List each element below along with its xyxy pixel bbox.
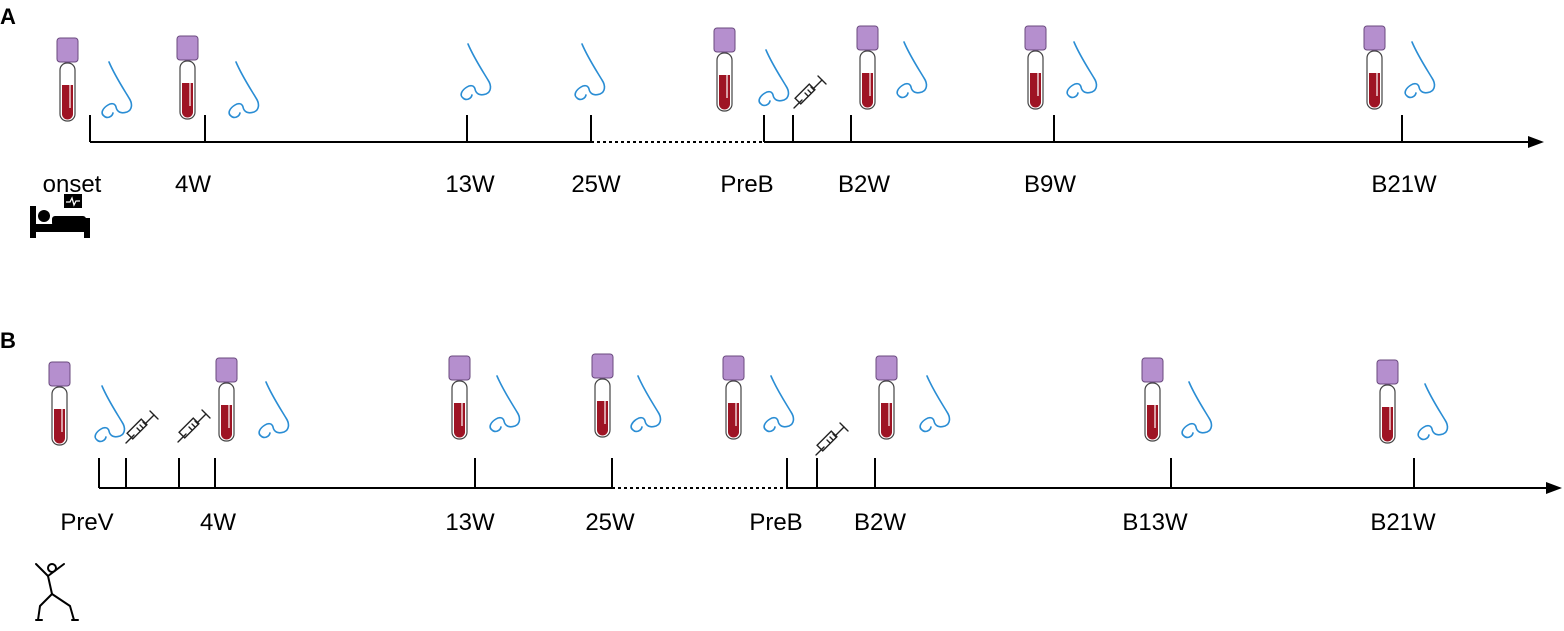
nose-icon [228, 61, 260, 119]
timepoint-label: 13W [445, 509, 495, 536]
blood-tube-icon [215, 357, 238, 442]
syringe-icon [815, 422, 849, 456]
blood-tube-icon [591, 353, 614, 438]
syringe-icon [125, 410, 159, 444]
nose-icon [1181, 381, 1213, 439]
timepoint-label: 13W [445, 171, 495, 198]
panel-label-a: A [0, 4, 16, 29]
nose-icon [489, 375, 521, 433]
panel-a: A onset 4W 13W 25W PreB B2W B9W B21W [0, 4, 1544, 238]
blood-tube-icon [713, 27, 736, 112]
blood-tube-icon [1363, 25, 1386, 110]
nose-icon [630, 375, 662, 433]
syringe-icon [177, 409, 211, 443]
exercising-person-icon [35, 563, 79, 621]
timepoint-label: 25W [585, 509, 635, 536]
timepoint-label: B21W [1371, 171, 1437, 198]
timepoint-label: B13W [1122, 509, 1188, 536]
blood-tube-icon [875, 355, 898, 440]
panel-b: B PreV 4W 13W 25W PreB B2W B13W B21W [0, 328, 1562, 621]
blood-tube-icon [722, 355, 745, 440]
panel-label-b: B [0, 328, 16, 353]
timepoint-label: PreV [60, 509, 113, 536]
nose-icon [258, 381, 290, 439]
blood-tube-icon [448, 355, 471, 440]
hospital-bed-icon [30, 194, 90, 238]
timepoint-label: B2W [838, 171, 890, 198]
nose-icon [574, 43, 606, 101]
nose-icon [1404, 41, 1436, 99]
nose-icon [460, 43, 492, 101]
timepoint-label: PreB [720, 171, 773, 198]
timepoint-label: B9W [1024, 171, 1076, 198]
blood-tube-icon [856, 25, 879, 110]
blood-tube-icon [1376, 359, 1399, 444]
nose-icon [919, 375, 951, 433]
nose-icon [763, 375, 795, 433]
nose-icon [1066, 41, 1098, 99]
nose-icon [101, 61, 133, 119]
timepoint-label: B2W [854, 509, 906, 536]
blood-tube-icon [48, 361, 71, 446]
timeline-arrow-head [1546, 482, 1562, 494]
nose-icon [94, 385, 126, 443]
timepoint-label: 4W [200, 509, 236, 536]
nose-icon [896, 41, 928, 99]
timepoint-label: PreB [749, 509, 802, 536]
nose-icon [1417, 383, 1449, 441]
nose-icon [758, 49, 790, 107]
timepoint-label: B21W [1370, 509, 1436, 536]
timeline-arrow-head [1528, 136, 1544, 148]
blood-tube-icon [1141, 357, 1164, 442]
timepoint-label: 25W [571, 171, 621, 198]
syringe-icon [793, 75, 827, 109]
timepoint-label: 4W [175, 171, 211, 198]
timepoint-label: onset [43, 171, 102, 198]
blood-tube-icon [1024, 25, 1047, 110]
blood-tube-icon [176, 35, 199, 120]
blood-tube-icon [56, 37, 79, 122]
